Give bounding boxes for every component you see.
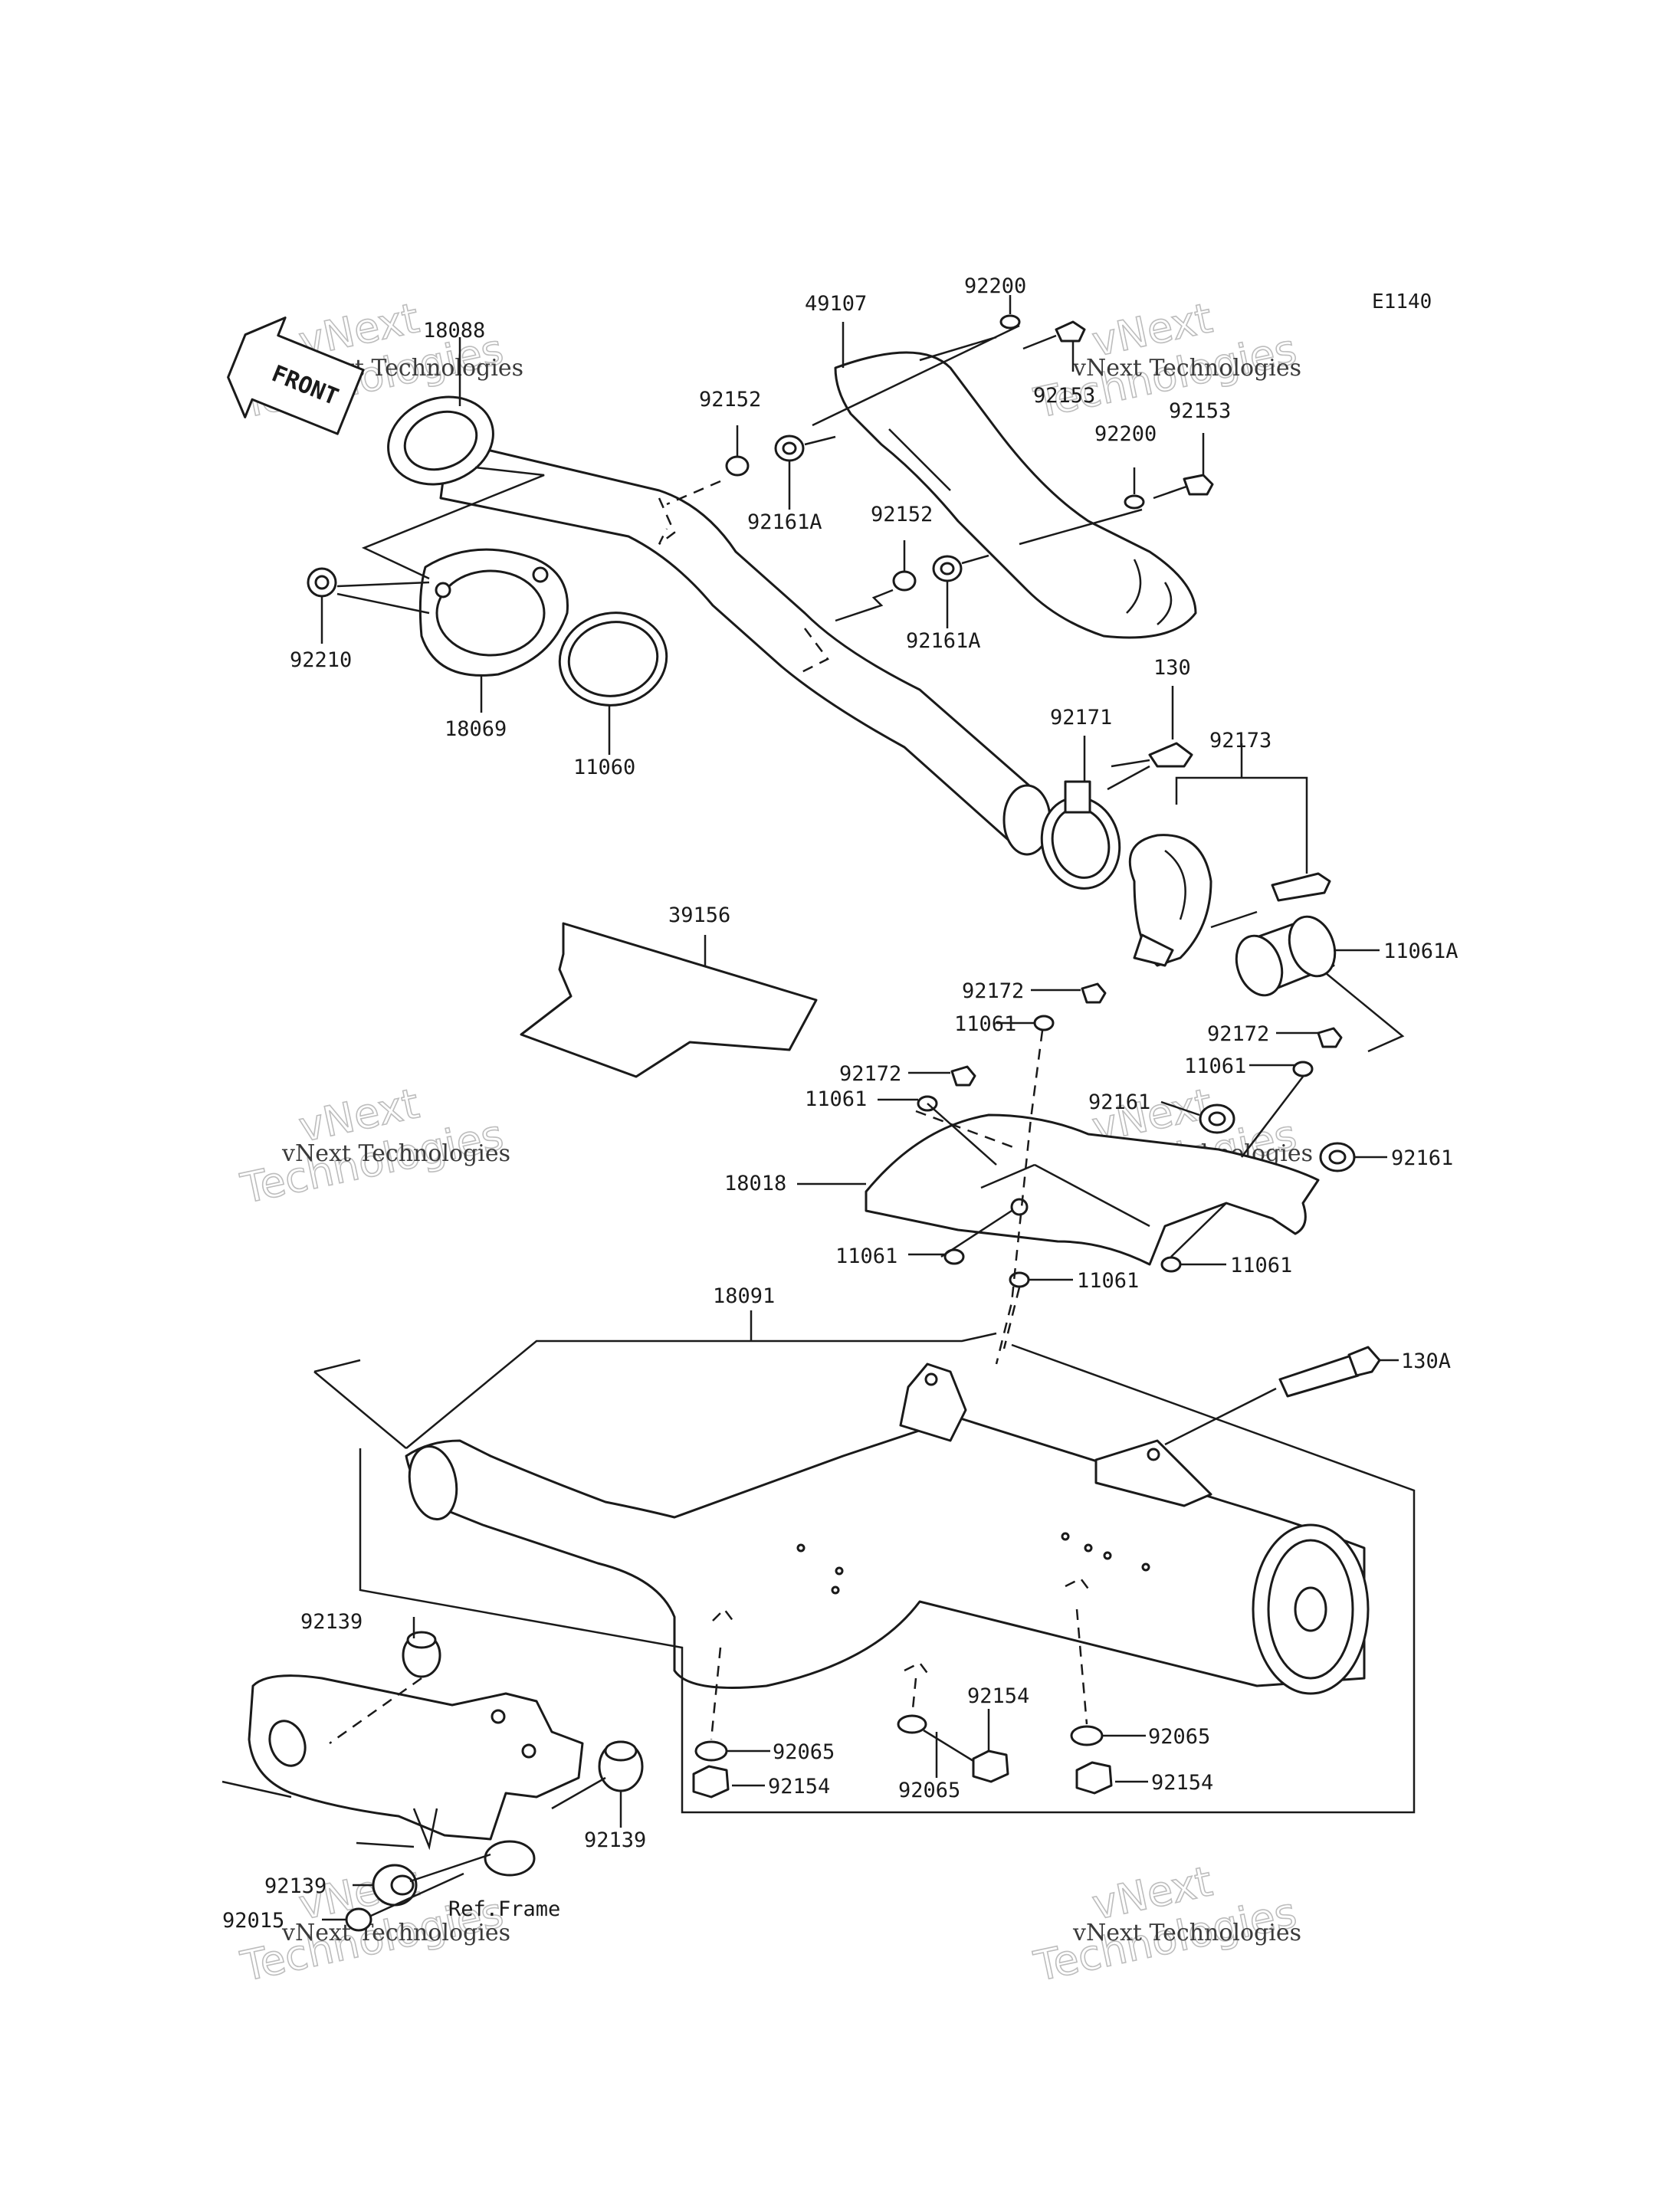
label-92065-b: 92065 [1148,1725,1210,1749]
label-11061-a: 11061 [954,1012,1016,1036]
collar-92152-a [725,455,750,477]
label-11061A: 11061A [1383,939,1459,963]
label-92065-c: 92065 [898,1779,960,1802]
bolt-92172-a [1081,982,1107,1004]
label-92161A-b: 92161A [906,629,981,653]
plug-92154-a [692,1765,730,1799]
nut-92210 [307,567,337,598]
label-92172-b: 92172 [839,1062,901,1086]
label-92154-a: 92154 [967,1684,1029,1708]
label-92161A-a: 92161A [747,510,822,534]
flange-18069 [418,548,569,677]
label-130A: 130A [1401,1349,1451,1373]
svg-text:vNext Technologies: vNext Technologies [281,1920,510,1946]
plug-92154-c [1075,1761,1113,1795]
label-92200-a: 92200 [964,274,1026,298]
label-92171: 92171 [1050,706,1112,730]
label-11061-e: 11061 [1077,1269,1139,1293]
heat-cover-18018 [865,1110,1320,1266]
label-92161-a: 92161 [1088,1090,1150,1114]
label-39156: 39156 [668,903,730,927]
bolt-92172-b [950,1065,976,1087]
muffler-18091 [405,1362,1370,1695]
label-92065-a: 92065 [773,1740,835,1764]
grommet-92161-b [1319,1142,1356,1172]
label-49107: 49107 [805,292,867,316]
label-92200-b: 92200 [1094,422,1157,446]
label-92015: 92015 [222,1909,284,1933]
label-92139-a: 92139 [300,1610,363,1634]
grommet-92161A-a [774,434,805,462]
label-11060: 11060 [573,756,635,779]
label-92152-b: 92152 [871,503,933,526]
label-18018: 18018 [724,1172,786,1195]
bushing-92139-a [402,1631,441,1678]
label-92139-c: 92139 [264,1874,326,1898]
label-92173: 92173 [1209,729,1271,753]
label-18069: 18069 [445,717,507,741]
collar-92152-b [892,570,917,592]
label-92210: 92210 [290,648,352,672]
gasket-18088 [387,395,494,486]
washer-92065-c [1070,1725,1104,1746]
svg-text:vNext Technologies: vNext Technologies [1072,1920,1301,1946]
washer-11061-c [1292,1061,1314,1077]
heat-shield-49107 [834,351,1197,639]
clamp-92171 [1040,780,1121,890]
bolt-92172-c [1317,1027,1343,1048]
label-18088: 18088 [423,319,485,343]
label-92153-b: 92153 [1169,399,1231,423]
header-pipe [439,439,1052,856]
label-92154-c: 92154 [1151,1771,1213,1795]
washer-92200-b [1124,494,1145,510]
front-arrow-icon: FRONT [227,316,365,435]
label-92153-a: 92153 [1033,384,1095,408]
washer-11061-d [943,1248,965,1265]
clamp-bracket-92173 [1128,834,1331,967]
svg-text:vNext Technologies: vNext Technologies [281,1140,510,1167]
svg-text:vNext Technologies: vNext Technologies [1072,355,1301,382]
washer-11061-f [1160,1256,1182,1273]
frame-reference [248,1674,584,1877]
washer-11061-e [1009,1271,1030,1288]
label-11061-f: 11061 [1230,1254,1292,1277]
watermark-bottom-right: vNext Technologies vNext Technologies [1029,1856,1301,1991]
nut-92015 [345,1907,372,1932]
label-92154-b: 92154 [768,1775,830,1799]
label-11061-c: 11061 [1184,1054,1246,1078]
grommet-92161A-b [932,555,963,582]
label-92161-b: 92161 [1391,1146,1453,1170]
watermark-middle-left: vNext Technologies vNext Technologies [236,1078,510,1213]
bolt-92153-b [1153,474,1214,500]
sleeve-11061A [1235,915,1337,997]
diagram-code: E1140 [1372,290,1432,313]
label-11061-d: 11061 [835,1244,897,1268]
bolt-130A [1278,1346,1381,1398]
label-18091: 18091 [713,1284,775,1308]
washer-11061-a [1033,1015,1055,1031]
plug-92154-b [972,1749,1009,1783]
label-92152-a: 92152 [699,388,761,412]
bolt-130 [1111,742,1193,768]
washer-92065-b [897,1714,927,1734]
label-11061-b: 11061 [805,1087,867,1111]
label-ref-frame: Ref.Frame [448,1897,560,1921]
label-130: 130 [1153,656,1191,680]
label-92139-b: 92139 [584,1828,646,1852]
bolt-92153-a [1022,320,1086,350]
label-92172-a: 92172 [962,979,1024,1003]
gasket-11060 [558,612,668,707]
sheet-39156 [520,922,818,1078]
grommet-92161-a [1199,1103,1235,1134]
label-92172-c: 92172 [1207,1022,1269,1046]
washer-92065-a [694,1740,728,1762]
washer-92200-a [999,314,1021,330]
bushing-92139-b [598,1740,644,1792]
